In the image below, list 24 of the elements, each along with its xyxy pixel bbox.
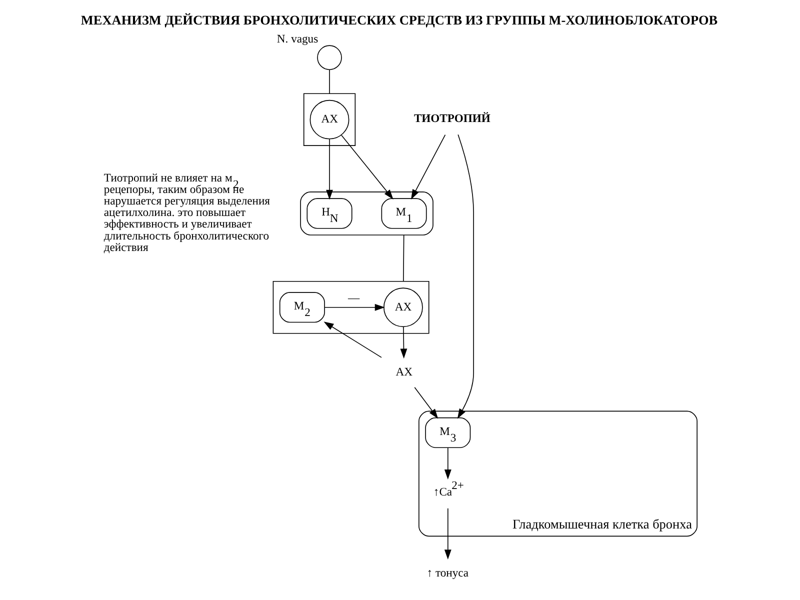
connector bbox=[328, 69, 330, 94]
arrow bbox=[323, 322, 382, 358]
arrow bbox=[326, 138, 332, 200]
node-text: ТИОТРОПИЙ bbox=[413, 112, 490, 125]
arrow bbox=[414, 386, 438, 419]
node-label: N. vagus bbox=[276, 32, 318, 46]
arrow bbox=[444, 447, 451, 480]
node-circle: АХ bbox=[309, 100, 349, 140]
cluster bbox=[302, 93, 356, 146]
arrow bbox=[340, 134, 393, 200]
arrow bbox=[324, 304, 384, 311]
node-circle: АХ bbox=[382, 288, 422, 328]
edge-label: — bbox=[347, 292, 360, 305]
arrow bbox=[444, 508, 451, 560]
arrow bbox=[400, 326, 407, 359]
connector bbox=[402, 234, 404, 282]
cluster bbox=[272, 280, 429, 334]
node-text: АХ bbox=[395, 365, 412, 378]
arrow bbox=[456, 134, 474, 419]
diagram-title: МЕХАНИЗМ ДЕЙСТВИЯ БРОНХОЛИТИЧЕСКИХ СРЕДСТВ ИЗ ГРУППЫ М-ХОЛИНОБЛОКАТОРОВ bbox=[80, 12, 718, 28]
node-text: ↑ тонуса bbox=[426, 566, 468, 580]
arrow bbox=[410, 134, 446, 200]
cluster bbox=[300, 192, 433, 236]
node-circle bbox=[316, 45, 342, 70]
